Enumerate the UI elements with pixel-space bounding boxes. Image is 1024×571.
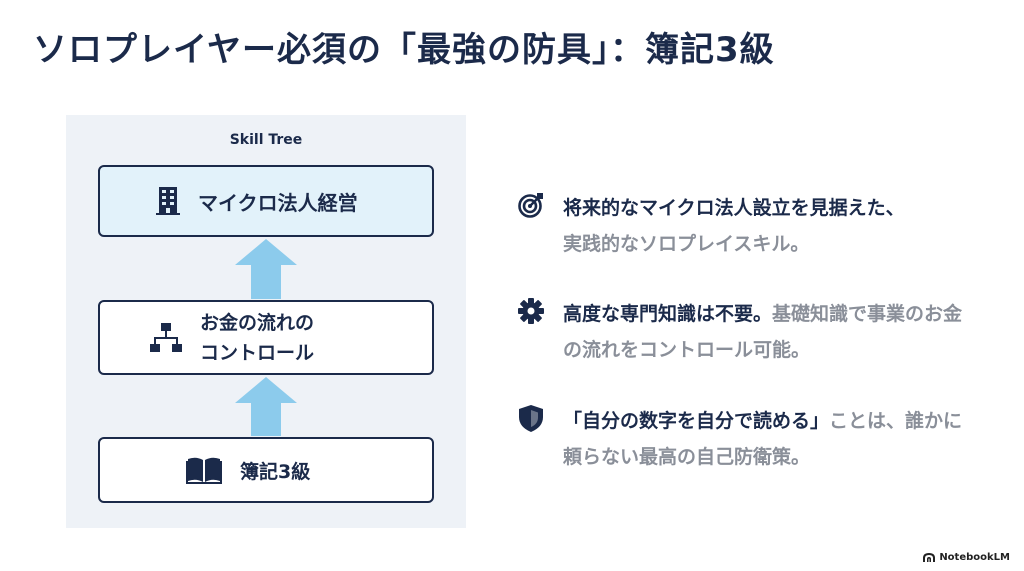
- benefit-bold-text: 高度な専門知識は不要。: [563, 303, 773, 325]
- benefit-gray-text: 基礎知識で事業のお金の流れをコントロール可能。: [563, 303, 963, 361]
- benefit-item: 将来的なマイクロ法人設立を見据えた、 実践的なソロプレイスキル。: [517, 190, 977, 262]
- benefit-gray-text: 実践的なソロプレイスキル。: [563, 233, 810, 255]
- skill-node-label: お金の流れの コントロール: [200, 308, 314, 368]
- benefit-text: 高度な専門知識は不要。基礎知識で事業のお金の流れをコントロール可能。: [563, 296, 977, 368]
- skill-tree-panel: Skill Tree マイクロ法人経営: [66, 115, 466, 528]
- gear-icon: [517, 297, 545, 325]
- flowchart-icon: [150, 322, 182, 353]
- up-arrow-icon: [235, 239, 297, 299]
- brand-watermark: NotebookLM: [923, 552, 1010, 563]
- up-arrow-icon: [235, 377, 297, 436]
- skill-node-label-line1: お金の流れの: [200, 311, 315, 334]
- skill-node-bookkeeping: 簿記3級: [98, 437, 434, 503]
- target-icon: [517, 191, 545, 219]
- notebooklm-logo-icon: [923, 553, 936, 562]
- book-icon: [186, 456, 222, 484]
- skill-node-cash-flow-control: お金の流れの コントロール: [98, 300, 434, 375]
- skill-node-label: 簿記3級: [240, 460, 311, 483]
- skill-node-label: マイクロ法人経営: [198, 190, 358, 215]
- benefit-text: 将来的なマイクロ法人設立を見据えた、 実践的なソロプレイスキル。: [563, 190, 905, 262]
- benefit-item: 「自分の数字を自分で読める」ことは、誰かに頼らない最高の自己防衛策。: [517, 403, 977, 475]
- benefit-text: 「自分の数字を自分で読める」ことは、誰かに頼らない最高の自己防衛策。: [563, 403, 977, 475]
- page-title: ソロプレイヤー必須の「最強の防具」：簿記3級: [33, 30, 775, 70]
- skill-node-micro-corporation: マイクロ法人経営: [98, 165, 434, 237]
- brand-name: NotebookLM: [939, 552, 1010, 563]
- skill-tree-heading: Skill Tree: [229, 132, 303, 148]
- skill-node-label-line2: コントロール: [200, 341, 315, 364]
- benefit-gray-text: ことは、誰かに頼らない最高の自己防衛策。: [563, 410, 963, 468]
- shield-icon: [517, 404, 545, 432]
- benefit-item: 高度な専門知識は不要。基礎知識で事業のお金の流れをコントロール可能。: [517, 296, 977, 368]
- benefit-bold-text: 「自分の数字を自分で読める」: [563, 410, 830, 432]
- benefit-bold-text: 将来的なマイクロ法人設立を見据えた、: [563, 197, 905, 219]
- building-icon: [156, 187, 180, 215]
